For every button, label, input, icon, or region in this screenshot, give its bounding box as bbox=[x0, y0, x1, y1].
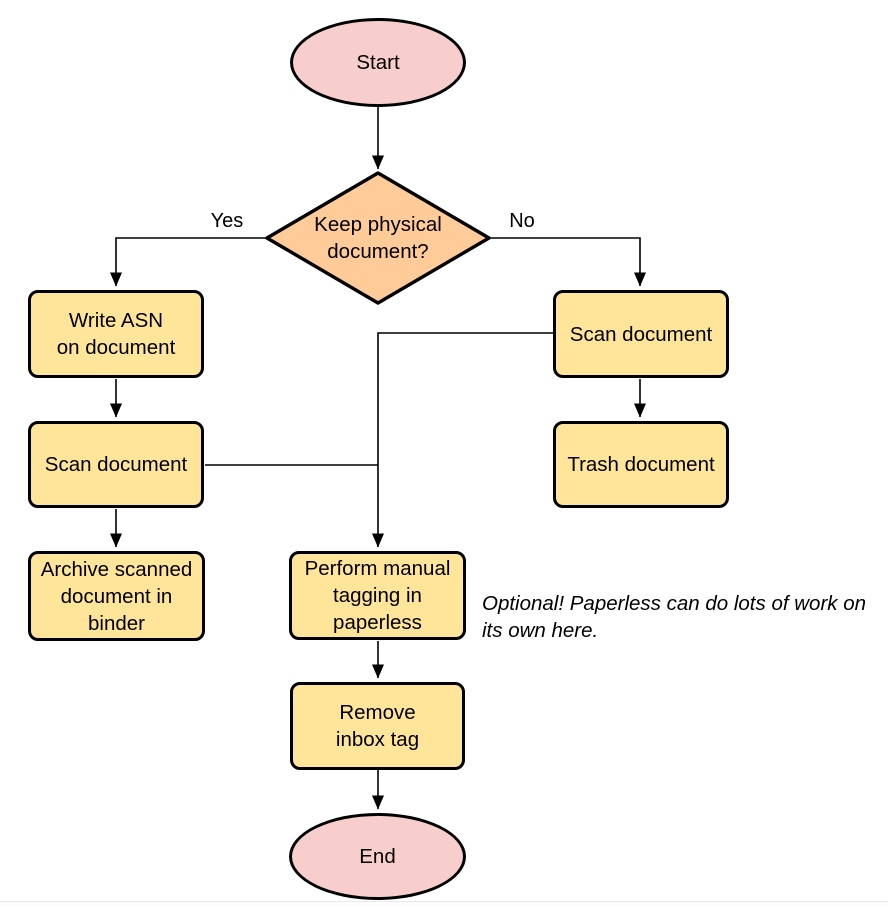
start-label: Start bbox=[356, 51, 400, 74]
process-scan-document-right-label: Scan document bbox=[569, 322, 713, 346]
edge-scan-right-to-tagging bbox=[372, 332, 553, 548]
process-archive-scanned: Archive scanned document in binder bbox=[28, 551, 205, 641]
process-write-asn-label: Write ASN on document bbox=[56, 309, 176, 359]
process-remove-inbox-tag-label: Remove inbox tag bbox=[335, 701, 420, 751]
decision-label: Keep physical document? bbox=[314, 213, 442, 263]
edge-label-no: No bbox=[509, 210, 535, 232]
process-archive-scanned-label: Archive scanned document in binder bbox=[40, 557, 193, 635]
start-terminator: Start bbox=[290, 18, 466, 107]
end-terminator: End bbox=[289, 813, 466, 900]
process-remove-inbox-tag: Remove inbox tag bbox=[290, 682, 465, 770]
process-trash-document-label: Trash document bbox=[567, 453, 715, 476]
page-bottom-edge bbox=[0, 901, 888, 907]
decision-diamond-shape bbox=[265, 171, 491, 305]
decision-keep-physical-document: Keep physical document? bbox=[278, 172, 478, 304]
end-label: End bbox=[359, 845, 396, 868]
process-scan-document-left-label: Scan document bbox=[44, 453, 188, 476]
annotation-note: Optional! Paperless can do lots of work … bbox=[482, 592, 867, 642]
process-manual-tagging-label: Perform manual tagging in paperless bbox=[304, 557, 451, 634]
process-scan-document-right: Scan document bbox=[553, 290, 729, 378]
process-trash-document: Trash document bbox=[553, 421, 729, 508]
edge-decision-yes-to-write-asn bbox=[110, 237, 266, 287]
edge-decision-no-to-scan-right bbox=[490, 237, 646, 287]
process-scan-document-left: Scan document bbox=[28, 421, 204, 508]
edge-label-yes: Yes bbox=[210, 210, 244, 232]
process-write-asn: Write ASN on document bbox=[28, 290, 204, 378]
process-manual-tagging: Perform manual tagging in paperless bbox=[289, 551, 466, 640]
